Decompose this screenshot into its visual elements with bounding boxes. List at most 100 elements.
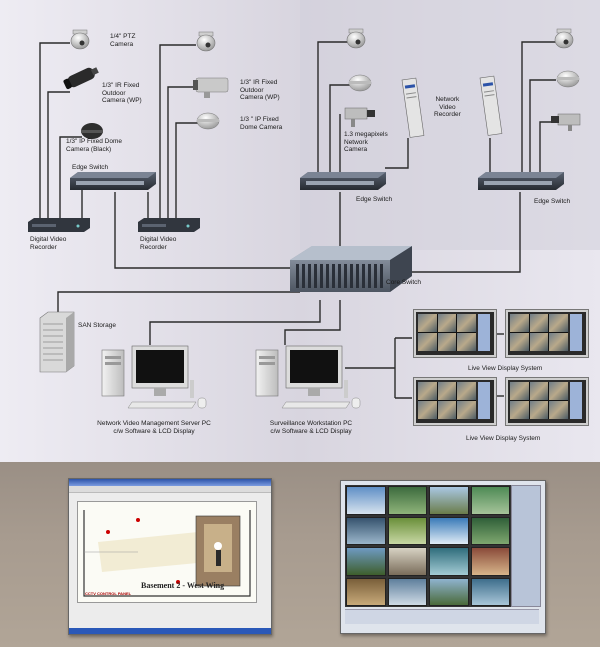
- line-core-nvms: [149, 300, 321, 345]
- megapixel-camera-icon: [344, 107, 375, 127]
- ptz-camera-icon: [346, 28, 366, 49]
- line-dome2-dvr2: [175, 122, 200, 220]
- window-menubar: [69, 486, 271, 493]
- surveillance-pc-label: Surveillance Workstation PC c/w Software…: [246, 420, 376, 435]
- dvr-1-label: Digital Video Recorder: [30, 236, 66, 251]
- label-line: Digital Video: [30, 236, 67, 243]
- label-line: Digital Video: [140, 236, 177, 243]
- floor-plan-title: Basement 2 - West Wing: [141, 581, 225, 590]
- ir-outdoor-camera-icon: [63, 67, 99, 90]
- label-line: c/w Software & LCD Display: [270, 427, 352, 435]
- core-switch-icon: [290, 246, 412, 292]
- workstation-pc-icon: [255, 345, 361, 409]
- playback-controls: [345, 609, 539, 624]
- ptz-camera-icon: [70, 29, 90, 50]
- label-line: 1/4" PTZ: [110, 33, 136, 40]
- ip-dome-black-label: 1/3" IP Fixed Dome Camera (Black): [66, 138, 122, 153]
- label-line: Camera (Black): [66, 145, 112, 153]
- dvr-icon: [138, 218, 200, 232]
- line-ir-dvr1: [47, 91, 70, 225]
- ptz-camera-icon: [554, 28, 574, 49]
- live-view-1-label: Live View Display System: [468, 365, 543, 372]
- label-line: Network Video Management Server PC: [97, 420, 211, 427]
- line-ir2-dvr2: [167, 86, 196, 220]
- ir-outdoor-camera-icon: [193, 77, 229, 98]
- dvr-2-label: Digital Video Recorder: [140, 236, 176, 251]
- edge-switch-right-label: Edge Switch: [534, 198, 571, 205]
- label-line: Video: [439, 103, 456, 111]
- line-dome4-sw: [529, 79, 556, 173]
- label-line: Camera (WP): [102, 97, 142, 104]
- edge-switch-left-label: Edge Switch: [72, 164, 109, 171]
- line-ptz4-sw: [521, 41, 556, 173]
- line-ptz2-dvr2: [159, 44, 196, 220]
- camera-feed-grid: [345, 485, 511, 607]
- live-view-display: [506, 310, 588, 357]
- label-line: Network: [344, 138, 368, 146]
- cctv-control-panel-caption: CCTV CONTROL PANEL: [85, 591, 132, 596]
- label-line: Network: [435, 96, 460, 103]
- label-line: 1/3" IR Fixed: [240, 79, 278, 86]
- dome-camera-icon: [196, 112, 220, 130]
- nvr-icon: [479, 75, 503, 136]
- ir-outdoor-left-label: 1/3" IR Fixed Outdoor Camera (WP): [102, 82, 142, 105]
- san-storage-icon: [39, 311, 75, 373]
- san-storage-label: SAN Storage: [78, 322, 116, 329]
- nvms-pc-icon: [101, 345, 207, 409]
- box-camera-icon: [551, 113, 581, 131]
- label-line: Outdoor: [102, 89, 126, 97]
- live-view-2-label: Live View Display System: [466, 435, 541, 442]
- diagram-canvas: [0, 0, 600, 462]
- line-switch-left-core: [114, 192, 292, 269]
- edge-switch-icon: [70, 172, 156, 190]
- line-box4-sw: [539, 121, 556, 173]
- floor-plan-drawing: [83, 510, 251, 597]
- edge-switch-icon: [300, 172, 386, 190]
- taskbar: [69, 628, 271, 634]
- edge-switch-mid-label: Edge Switch: [356, 196, 393, 203]
- label-line: Surveillance Workstation PC: [269, 420, 353, 427]
- nvr-icon: [401, 77, 425, 138]
- dome-mid-label: 1/3 " IP Fixed Dome Camera: [240, 116, 282, 131]
- line-ptz3-sw: [317, 41, 348, 173]
- ir-outdoor-mid-label: 1/3" IR Fixed Outdoor Camera (WP): [240, 79, 280, 102]
- label-line: Recorder: [434, 111, 461, 118]
- camera-tree-panel: [511, 485, 541, 607]
- dvr-icon: [28, 218, 90, 232]
- label-line: 1/3" IR Fixed: [102, 82, 140, 89]
- floor-plan: [77, 501, 257, 603]
- label-line: 1.3 megapixels: [344, 131, 388, 138]
- label-line: Camera (WP): [240, 94, 280, 101]
- live-view-display: [506, 378, 588, 425]
- ptz-camera-label: 1/4" PTZ Camera: [110, 33, 135, 48]
- label-line: Recorder: [140, 243, 167, 251]
- line-ptz-dvr1: [39, 42, 70, 225]
- label-line: Camera: [344, 146, 368, 153]
- label-line: 1/3" IP Fixed Dome: [66, 138, 123, 145]
- line-nvr-sw: [385, 138, 409, 169]
- window-titlebar: [69, 479, 271, 486]
- live-view-display: [414, 378, 496, 425]
- vms-live-view-screenshot: [340, 480, 546, 634]
- line-core-san: [57, 291, 300, 314]
- label-line: Recorder: [30, 243, 57, 251]
- label-line: c/w Software & LCD Display: [113, 427, 195, 435]
- live-view-display: [414, 310, 496, 357]
- nvms-pc-label: Network Video Management Server PC c/w S…: [84, 420, 224, 435]
- edge-switch-icon: [478, 172, 564, 190]
- label-line: Camera: [110, 40, 134, 48]
- label-line: 1/3 " IP Fixed: [240, 116, 279, 123]
- connection-lines: [39, 41, 556, 399]
- label-line: Dome Camera: [240, 123, 283, 131]
- line-dome3-sw: [329, 84, 350, 173]
- dome-camera-icon: [348, 74, 372, 92]
- diagram-panel-right: [300, 0, 600, 250]
- megapixel-camera-label: 1.3 megapixels Network Camera: [344, 131, 388, 154]
- label-line: Outdoor: [240, 86, 264, 94]
- line-dome-dvr1: [59, 136, 82, 225]
- dome-camera-icon: [81, 123, 103, 139]
- nvr-label: Network Video Recorder: [434, 96, 461, 119]
- floor-plan-screenshot: Basement 2 - West Wing CCTV CONTROL PANE…: [68, 478, 272, 635]
- core-switch-label: Core Switch: [386, 279, 422, 286]
